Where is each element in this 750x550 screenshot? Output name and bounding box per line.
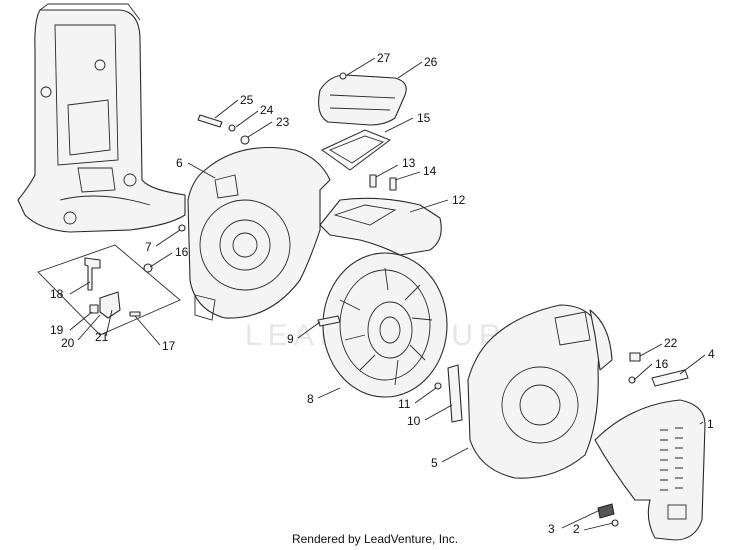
callout-2: 2 bbox=[573, 522, 580, 536]
callout-22: 22 bbox=[664, 336, 678, 350]
part-22-nut bbox=[629, 352, 641, 362]
callout-17: 17 bbox=[162, 339, 176, 353]
callout-25: 25 bbox=[240, 93, 254, 107]
callout-16-left: 16 bbox=[175, 245, 189, 259]
part-7-screw bbox=[178, 224, 186, 232]
part-3-clip bbox=[597, 503, 615, 519]
small-hardware bbox=[143, 114, 397, 273]
part-26-cover bbox=[318, 74, 407, 126]
callout-20: 20 bbox=[61, 336, 75, 350]
callout-7: 7 bbox=[145, 240, 152, 254]
callout-27: 27 bbox=[377, 51, 391, 65]
part-17-pin bbox=[129, 311, 141, 317]
fan-impeller bbox=[317, 252, 448, 398]
callout-26: 26 bbox=[424, 55, 438, 69]
part-19-block bbox=[89, 304, 99, 314]
parts-box bbox=[37, 244, 181, 336]
callout-19: 19 bbox=[50, 323, 64, 337]
callout-5: 5 bbox=[431, 456, 438, 470]
callout-16-right: 16 bbox=[655, 357, 669, 371]
part-14-pin bbox=[389, 177, 397, 191]
cover-guard bbox=[594, 399, 706, 541]
callout-lines bbox=[69, 57, 706, 531]
callout-numbers: 1 2 3 4 5 6 7 8 9 10 11 12 13 14 15 16 1… bbox=[50, 51, 715, 536]
callout-15: 15 bbox=[417, 111, 431, 125]
callout-10: 10 bbox=[407, 414, 421, 428]
part-15-gasket bbox=[321, 129, 392, 171]
backpack-frame bbox=[17, 3, 186, 233]
part-9-bolt bbox=[317, 315, 341, 327]
callout-9: 9 bbox=[287, 332, 294, 346]
part-4-label bbox=[651, 369, 689, 387]
fan-housing-rear bbox=[187, 147, 331, 321]
callout-6: 6 bbox=[176, 156, 183, 170]
callout-21: 21 bbox=[95, 330, 109, 344]
part-27-grommet bbox=[339, 72, 347, 80]
callout-1: 1 bbox=[707, 417, 714, 431]
callout-13: 13 bbox=[402, 156, 416, 170]
part-23-washer bbox=[240, 135, 250, 145]
filter-assembly bbox=[318, 72, 407, 171]
part-16-screw-a bbox=[143, 263, 153, 273]
part-16-screw-b bbox=[628, 376, 636, 384]
callout-14: 14 bbox=[423, 164, 437, 178]
callout-3: 3 bbox=[548, 522, 555, 536]
part-13-pin bbox=[369, 174, 377, 188]
callout-4: 4 bbox=[708, 347, 715, 361]
part-18-bracket bbox=[84, 257, 101, 291]
fan-housing-front bbox=[467, 304, 613, 479]
callout-12: 12 bbox=[452, 193, 466, 207]
front-hardware bbox=[597, 352, 689, 527]
footer-credit: Rendered by LeadVenture, Inc. bbox=[291, 532, 459, 546]
part-25-bolt bbox=[197, 114, 223, 128]
callout-23: 23 bbox=[276, 115, 290, 129]
intake-duct bbox=[319, 197, 442, 256]
callout-18: 18 bbox=[50, 287, 64, 301]
support-bracket bbox=[434, 364, 463, 423]
part-21-clamp bbox=[99, 291, 121, 319]
callout-11: 11 bbox=[398, 397, 411, 411]
callout-8: 8 bbox=[307, 392, 314, 406]
part-24-washer bbox=[228, 124, 236, 132]
callout-24: 24 bbox=[260, 103, 274, 117]
